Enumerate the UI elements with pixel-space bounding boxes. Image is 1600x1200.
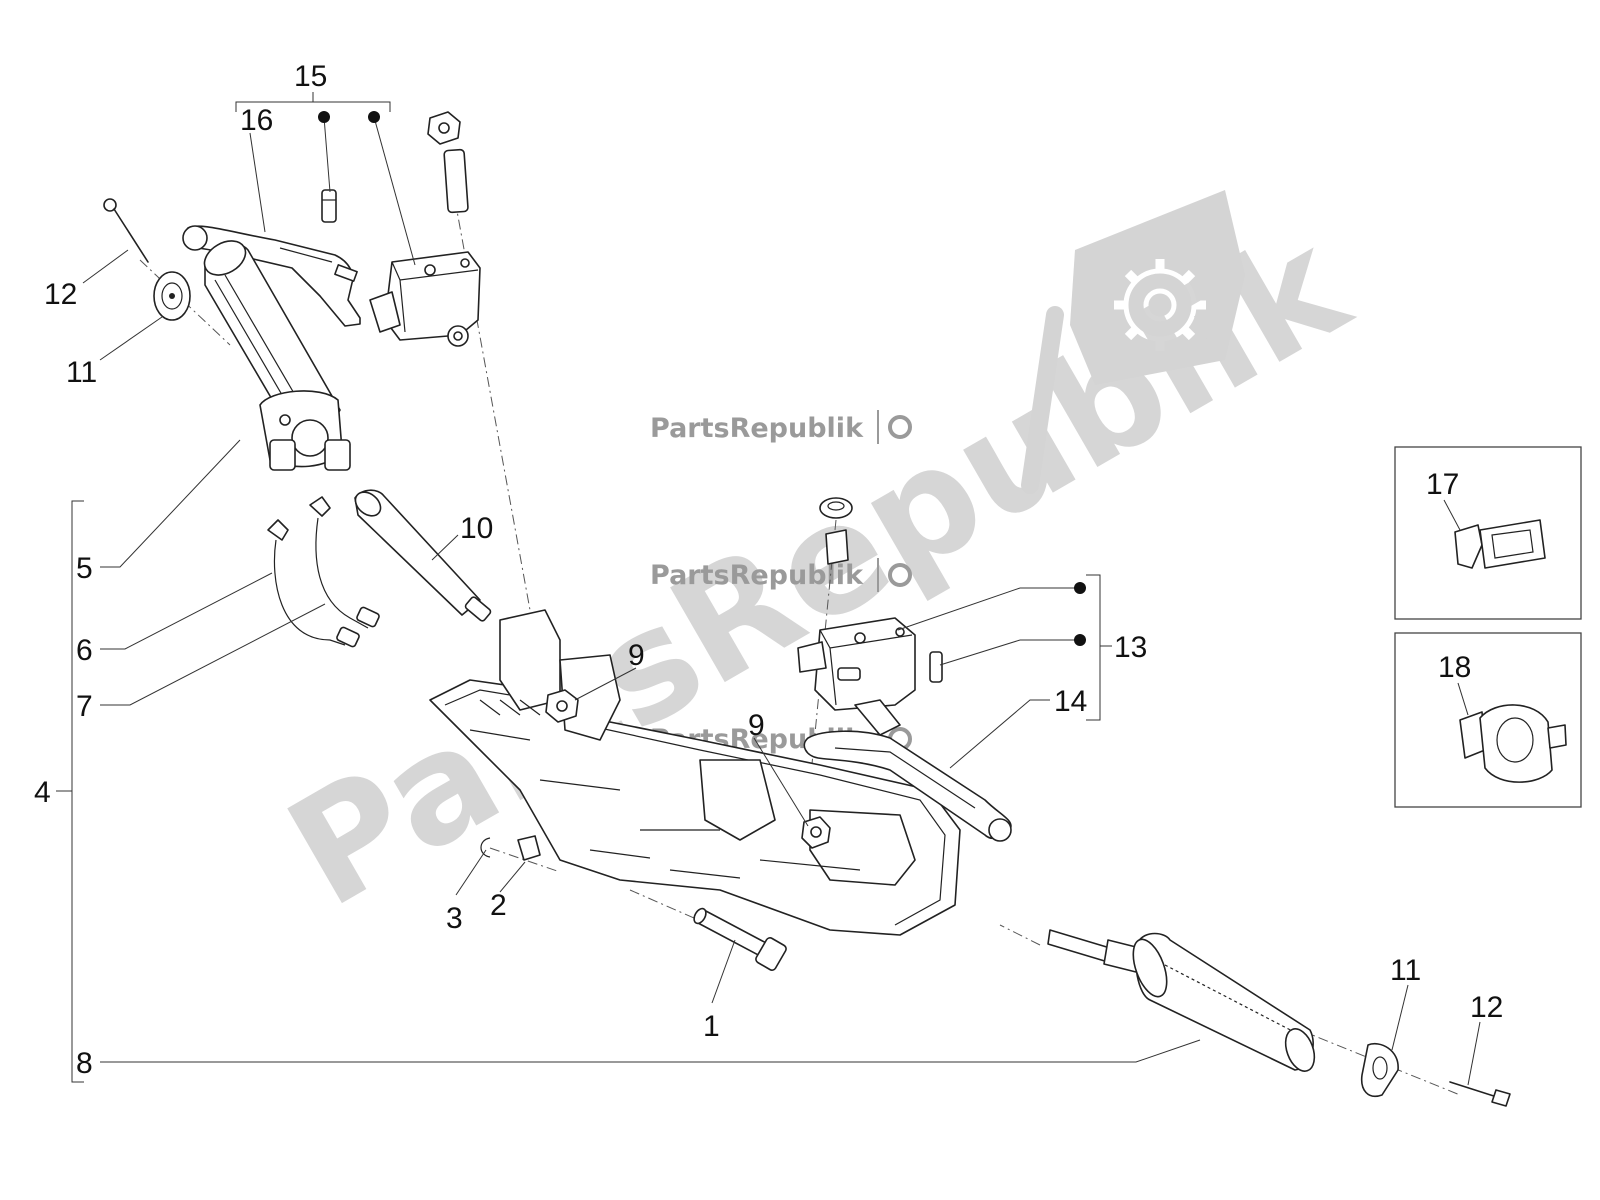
watermark-stamp-2: PartsRepublik	[650, 558, 912, 592]
callout-9: 9	[748, 709, 765, 742]
callout-18: 18	[1438, 651, 1471, 684]
inset-17	[1394, 446, 1582, 620]
throttle-cables-6-7	[267, 496, 380, 648]
callout-13: 13	[1114, 631, 1147, 664]
nut-9-left	[545, 689, 579, 723]
nut-and-sleeve	[427, 111, 469, 214]
callout-10: 10	[460, 512, 493, 545]
watermark-stamp-1: PartsRepublik	[650, 410, 912, 444]
callout-14: 14	[1054, 685, 1087, 718]
nut-and-pipe-right	[819, 497, 853, 565]
callout-7: 7	[76, 690, 93, 723]
callout-17: 17	[1426, 468, 1459, 501]
block-2	[517, 835, 541, 861]
tube-10	[354, 489, 492, 622]
inset-18	[1394, 632, 1582, 808]
master-cylinder-15	[321, 189, 481, 347]
callout-5: 5	[76, 552, 93, 585]
nut-9-right	[801, 816, 831, 849]
clip-3	[480, 837, 491, 858]
callout-15: 15	[294, 60, 327, 93]
screw-12-left	[103, 198, 149, 263]
gear-flag-icon	[1114, 259, 1206, 351]
grip-8	[1047, 929, 1316, 1072]
callout-4: 4	[34, 776, 51, 809]
callout-12: 12	[44, 278, 77, 311]
bar-end-weight-11-right	[1360, 1043, 1399, 1097]
callout-3: 3	[446, 902, 463, 935]
marker-dots	[318, 111, 1086, 646]
watermark-small-text: PartsRepublik	[650, 413, 864, 444]
callout-2: 2	[490, 889, 507, 922]
callout-8: 8	[76, 1047, 93, 1080]
brake-lever-14	[803, 730, 1012, 842]
callout-12: 12	[1470, 991, 1503, 1024]
watermark-small-text: PartsRepublik	[650, 560, 864, 591]
callout-labels: 15 16 12 11 5 6 7 4 8 10 9 9 3 2 1 13 14…	[34, 60, 1503, 1080]
callout-9: 9	[628, 639, 645, 672]
watermark-logo	[1021, 190, 1245, 494]
callout-1: 1	[703, 1010, 720, 1043]
master-cylinder-13	[797, 617, 943, 736]
throttle-grip-5	[203, 240, 351, 471]
callout-11: 11	[1390, 954, 1421, 987]
screw-12-right	[1449, 1081, 1511, 1107]
callout-16: 16	[240, 104, 273, 137]
callout-6: 6	[76, 634, 93, 667]
callout-11: 11	[66, 356, 97, 389]
leader-lines	[56, 92, 1481, 1086]
bar-end-weight-11-left	[153, 271, 191, 321]
handlebar-body	[429, 609, 961, 936]
bolt-1	[693, 907, 787, 971]
